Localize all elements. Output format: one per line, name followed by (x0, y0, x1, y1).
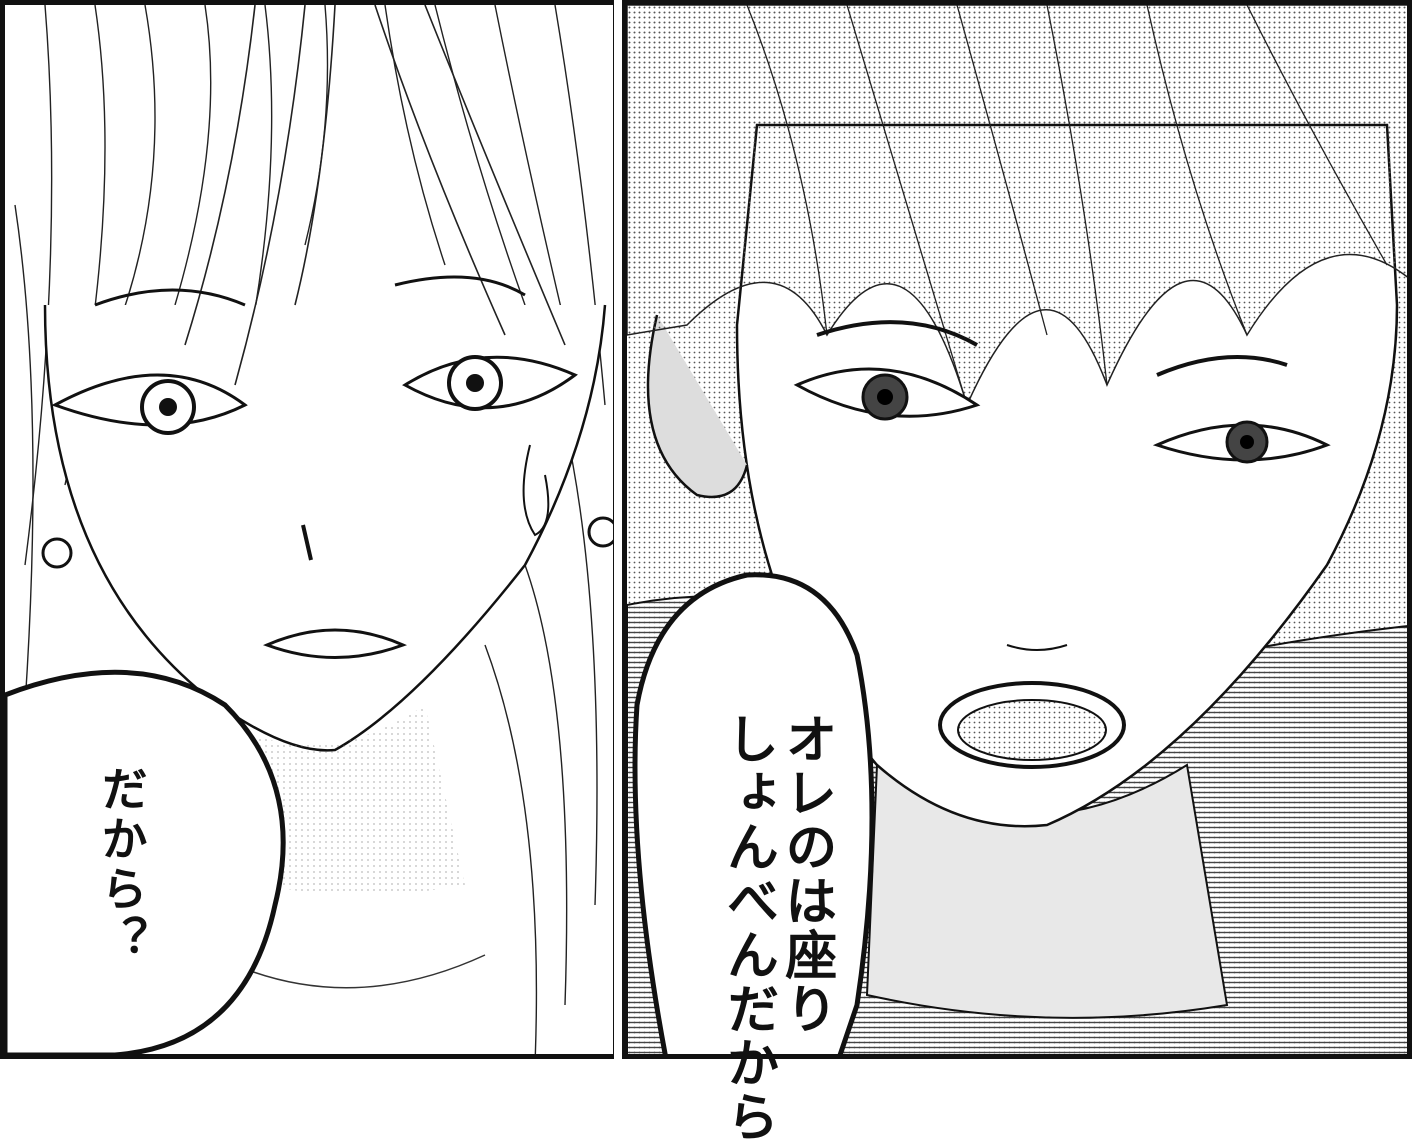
right-earring-icon (587, 516, 613, 548)
speech-bubble-right (632, 572, 875, 1054)
bubble-right-text: オレのは座り しょんべんだから (660, 632, 893, 1144)
left-eyebrow (816, 320, 978, 347)
right-pupil (1240, 435, 1254, 449)
speech-bubble-left (5, 669, 286, 1054)
right-eyebrow (1156, 355, 1288, 377)
woman-illustration (5, 5, 613, 1054)
left-pupil (159, 398, 177, 416)
panel-left: だから？ (0, 0, 618, 1059)
hair-strands (746, 5, 1388, 406)
left-pupil (877, 389, 893, 405)
panel-right (622, 0, 1412, 1059)
hair (627, 5, 1407, 408)
nose (1006, 644, 1068, 651)
right-pupil (466, 374, 484, 392)
nose (301, 524, 313, 561)
mouth (262, 628, 408, 659)
left-earring-icon (41, 537, 73, 569)
bubble-right-line-1: オレのは座り (775, 712, 836, 1037)
bangs (184, 5, 566, 386)
mouth-interior (957, 699, 1107, 761)
bubble-left-text: だから？ (94, 765, 149, 965)
right-eyebrow (394, 275, 526, 297)
neck-shadow (255, 705, 465, 895)
sweat-drop-icon (522, 444, 550, 537)
bubble-right-line-2: しょんべんだから (717, 712, 778, 1144)
ear (646, 314, 749, 499)
man-illustration (627, 5, 1407, 1054)
left-eyebrow (94, 288, 246, 307)
shirt-collar (234, 954, 486, 989)
